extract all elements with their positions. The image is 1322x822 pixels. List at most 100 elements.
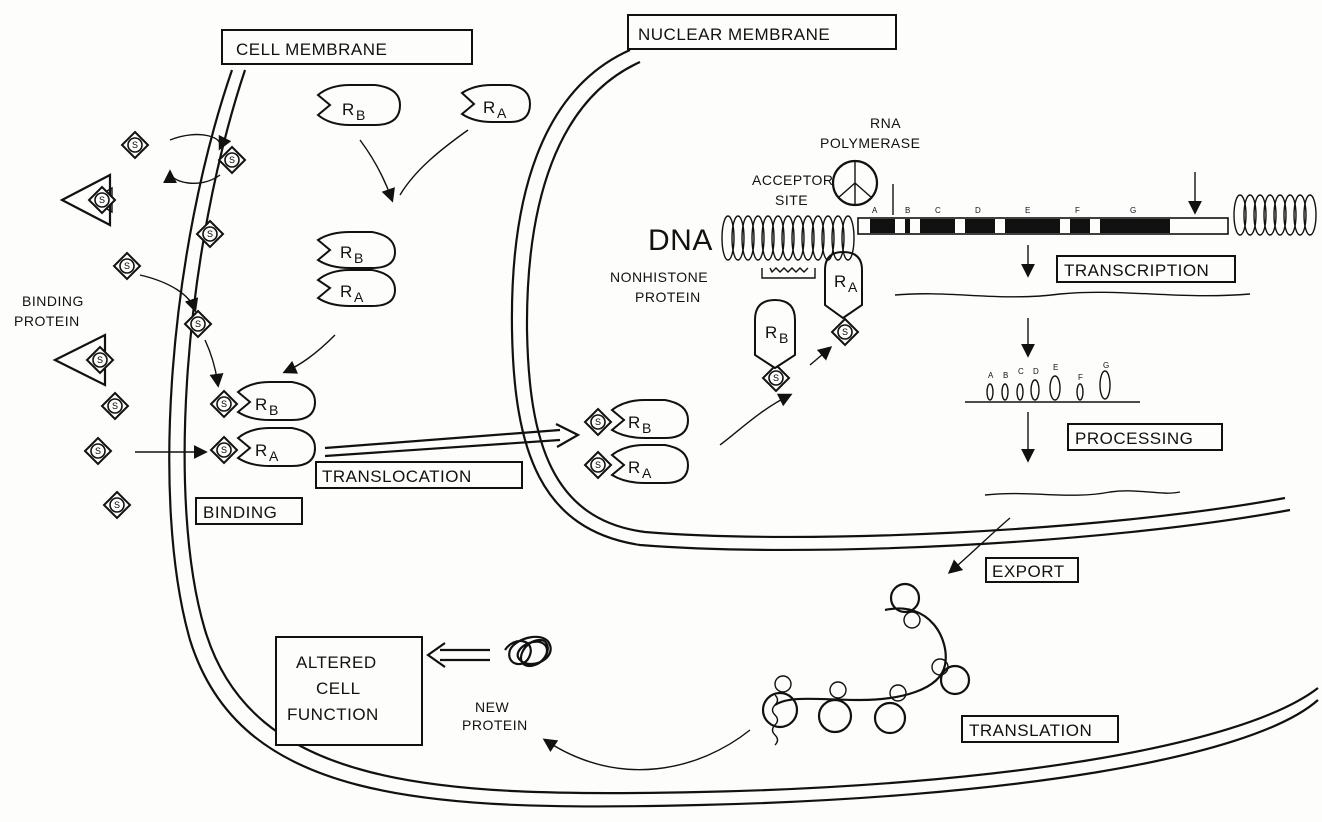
svg-text:S: S bbox=[95, 446, 101, 456]
new-protein-text-1: NEW bbox=[475, 699, 509, 715]
transcription-text: TRANSCRIPTION bbox=[1064, 261, 1209, 280]
receptor-b-free: R B bbox=[318, 85, 400, 125]
rna-polymerase: RNA POLYMERASE bbox=[820, 115, 920, 205]
svg-text:B: B bbox=[1003, 371, 1009, 380]
svg-text:E: E bbox=[1053, 363, 1059, 372]
binding-protein-text-1: BINDING bbox=[22, 293, 84, 309]
svg-text:B: B bbox=[642, 420, 652, 436]
binding-text: BINDING bbox=[203, 503, 277, 522]
svg-text:R: R bbox=[340, 243, 353, 262]
svg-text:A: A bbox=[269, 448, 279, 464]
altered-text-3: FUNCTION bbox=[287, 705, 379, 724]
cell-membrane-label: CELL MEMBRANE bbox=[222, 30, 472, 64]
dna-coil-right bbox=[1234, 195, 1316, 235]
svg-text:S: S bbox=[595, 417, 601, 427]
dna-text: DNA bbox=[648, 224, 713, 257]
altered-cell-function-box: ALTERED CELL FUNCTION bbox=[276, 637, 422, 745]
svg-text:A: A bbox=[497, 105, 507, 121]
svg-text:F: F bbox=[1078, 373, 1083, 382]
receptor-a-vertical: R A bbox=[825, 252, 862, 318]
svg-text:S: S bbox=[773, 373, 779, 383]
output-arrow bbox=[428, 643, 490, 667]
svg-text:G: G bbox=[1130, 206, 1137, 215]
gene-segment-letters: A B C D E F G bbox=[872, 206, 1137, 215]
acceptor-site-text-2: SITE bbox=[775, 192, 808, 208]
svg-text:S: S bbox=[195, 319, 201, 329]
new-protein-coil bbox=[505, 637, 551, 666]
nuclear-membrane-text: NUCLEAR MEMBRANE bbox=[638, 25, 830, 44]
svg-text:R: R bbox=[834, 272, 847, 291]
nonhistone-text-2: PROTEIN bbox=[635, 289, 701, 305]
svg-text:S: S bbox=[595, 460, 601, 470]
svg-text:S: S bbox=[207, 229, 213, 239]
binding-protein-text-2: PROTEIN bbox=[14, 313, 80, 329]
translation-label: TRANSLATION bbox=[962, 716, 1118, 742]
svg-text:S: S bbox=[221, 399, 227, 409]
rna-polymerase-text-2: POLYMERASE bbox=[820, 135, 920, 151]
receptor-b-vertical: R B bbox=[755, 300, 795, 368]
svg-text:R: R bbox=[765, 323, 778, 342]
svg-text:R: R bbox=[628, 413, 641, 432]
svg-text:B: B bbox=[356, 107, 366, 123]
svg-text:C: C bbox=[935, 206, 941, 215]
export-text: EXPORT bbox=[992, 562, 1065, 581]
svg-text:A: A bbox=[642, 465, 652, 481]
cell-membrane-text: CELL MEMBRANE bbox=[236, 40, 387, 59]
nuclear-membrane-label: NUCLEAR MEMBRANE bbox=[628, 15, 896, 49]
svg-text:A: A bbox=[848, 279, 858, 295]
nonhistone-protein: NONHISTONE PROTEIN bbox=[610, 268, 815, 305]
svg-text:F: F bbox=[1075, 206, 1080, 215]
binding-label: BINDING bbox=[196, 498, 302, 524]
svg-text:E: E bbox=[1025, 206, 1031, 215]
svg-text:R: R bbox=[342, 100, 355, 119]
dna-coil-left bbox=[722, 216, 854, 260]
acceptor-site-text-1: ACCEPTOR bbox=[752, 172, 834, 188]
svg-text:R: R bbox=[340, 282, 353, 301]
svg-text:S: S bbox=[229, 155, 235, 165]
polysome bbox=[763, 584, 969, 745]
processing-text: PROCESSING bbox=[1075, 429, 1193, 448]
svg-text:B: B bbox=[905, 206, 911, 215]
svg-text:S: S bbox=[124, 261, 130, 271]
nonhistone-text-1: NONHISTONE bbox=[610, 269, 708, 285]
new-protein-text-2: PROTEIN bbox=[462, 717, 528, 733]
svg-text:G: G bbox=[1103, 361, 1110, 370]
primary-transcript bbox=[895, 292, 1250, 297]
receptor-bound-nucleus: R B R A bbox=[612, 400, 688, 483]
svg-text:S: S bbox=[112, 401, 118, 411]
svg-text:R: R bbox=[628, 458, 641, 477]
svg-text:C: C bbox=[1018, 367, 1024, 376]
svg-text:D: D bbox=[975, 206, 981, 215]
svg-text:S: S bbox=[132, 140, 138, 150]
svg-text:S: S bbox=[99, 195, 105, 205]
svg-text:R: R bbox=[255, 395, 268, 414]
transcription-label: TRANSCRIPTION bbox=[1057, 256, 1235, 282]
svg-text:S: S bbox=[221, 445, 227, 455]
processing-label: PROCESSING bbox=[1068, 424, 1222, 450]
svg-text:R: R bbox=[483, 98, 496, 117]
export-label: EXPORT bbox=[986, 558, 1078, 582]
svg-text:B: B bbox=[269, 402, 279, 418]
binding-protein-shape-bottom bbox=[55, 335, 113, 385]
svg-text:B: B bbox=[779, 330, 789, 346]
translation-text: TRANSLATION bbox=[969, 721, 1092, 740]
receptor-dimer-cytoplasm: R B R A bbox=[318, 232, 395, 306]
svg-text:R: R bbox=[255, 441, 268, 460]
svg-text:B: B bbox=[354, 250, 364, 266]
translocation-text: TRANSLOCATION bbox=[322, 467, 472, 486]
svg-text:S: S bbox=[842, 327, 848, 337]
svg-text:A: A bbox=[354, 289, 364, 305]
gene-bar bbox=[858, 172, 1228, 234]
altered-text-1: ALTERED bbox=[296, 653, 377, 672]
binding-protein-shape-top bbox=[62, 175, 115, 225]
svg-text:A: A bbox=[872, 206, 878, 215]
svg-text:A: A bbox=[988, 371, 994, 380]
receptor-bound-cytoplasm: R B R A bbox=[238, 382, 315, 466]
altered-text-2: CELL bbox=[316, 679, 361, 698]
svg-text:S: S bbox=[97, 355, 103, 365]
pre-mrna-loops: A B C D E F G bbox=[965, 361, 1140, 402]
svg-text:D: D bbox=[1033, 367, 1039, 376]
svg-text:S: S bbox=[114, 500, 120, 510]
mature-mrna bbox=[985, 491, 1180, 495]
